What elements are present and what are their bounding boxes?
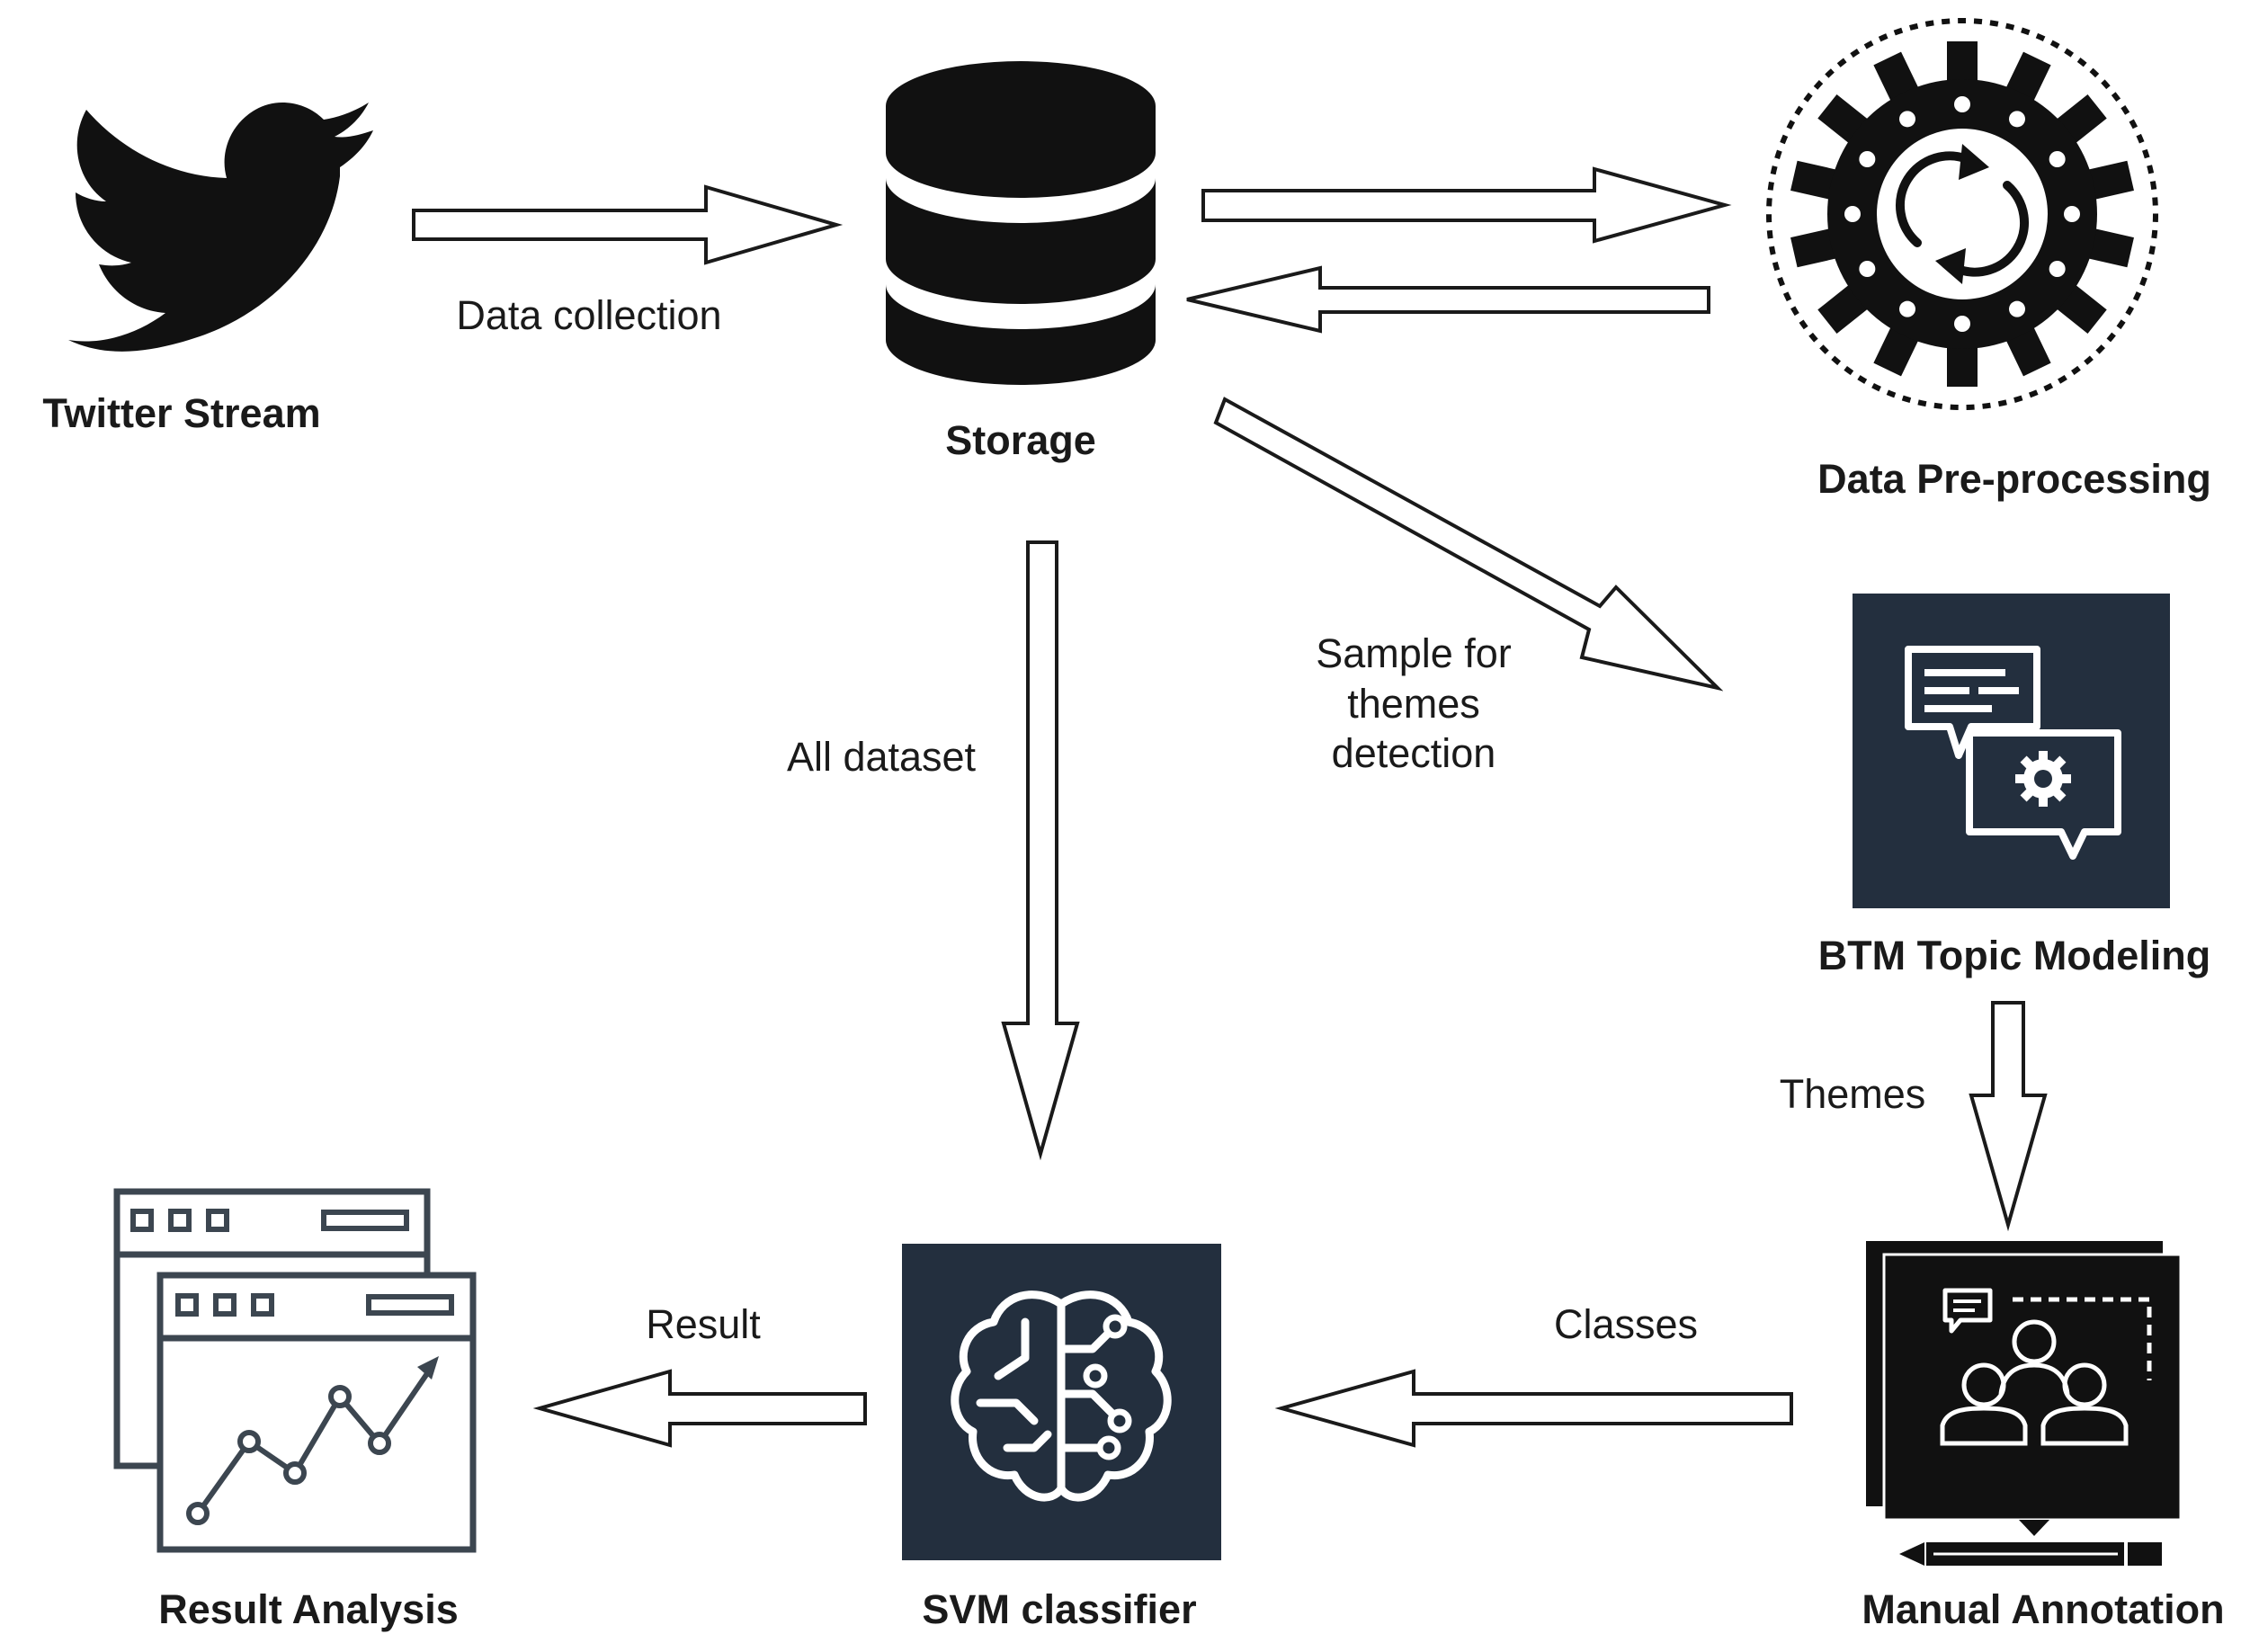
arrow-annotation-to-svm [1274, 1369, 1793, 1448]
arrow-twitter-to-storage [412, 184, 844, 265]
edge-label-data-collection: Data collection [456, 292, 721, 338]
edge-label-result: Result [646, 1301, 761, 1347]
edge-label-sample-line3: detection [1332, 730, 1496, 776]
node-label-annotation: Manual Annotation [1862, 1586, 2224, 1632]
arrow-preprocessing-to-storage [1186, 265, 1710, 334]
edge-label-all-dataset: All dataset [787, 734, 977, 780]
team-presentation-icon [1866, 1241, 2183, 1566]
arrow-svm-to-result [532, 1369, 867, 1448]
twitter-bird-icon [68, 103, 373, 352]
database-icon [886, 61, 1156, 385]
browser-line-chart-icon [113, 1188, 477, 1553]
arrow-btm-to-annotation [1969, 1001, 2048, 1232]
edge-label-sample-line1: Sample for [1316, 630, 1512, 676]
arrow-storage-to-btm [1213, 397, 1724, 692]
edge-label-themes: Themes [1780, 1071, 1926, 1117]
node-label-storage: Storage [945, 417, 1096, 463]
node-label-twitter: Twitter Stream [42, 390, 320, 436]
node-label-svm: SVM classifier [922, 1586, 1196, 1632]
node-label-result: Result Analysis [158, 1586, 458, 1632]
arrow-storage-to-svm [1001, 540, 1080, 1161]
node-label-btm: BTM Topic Modeling [1818, 933, 2211, 978]
brain-circuit-icon [902, 1244, 1221, 1560]
edge-label-sample-line2: themes [1347, 681, 1480, 727]
chat-bubbles-gear-icon [1853, 594, 2170, 908]
arrow-storage-to-preprocessing [1201, 166, 1732, 244]
node-label-preprocessing: Data Pre-processing [1817, 456, 2211, 502]
edge-label-classes: Classes [1554, 1301, 1698, 1347]
gear-refresh-icon [1766, 18, 2158, 410]
